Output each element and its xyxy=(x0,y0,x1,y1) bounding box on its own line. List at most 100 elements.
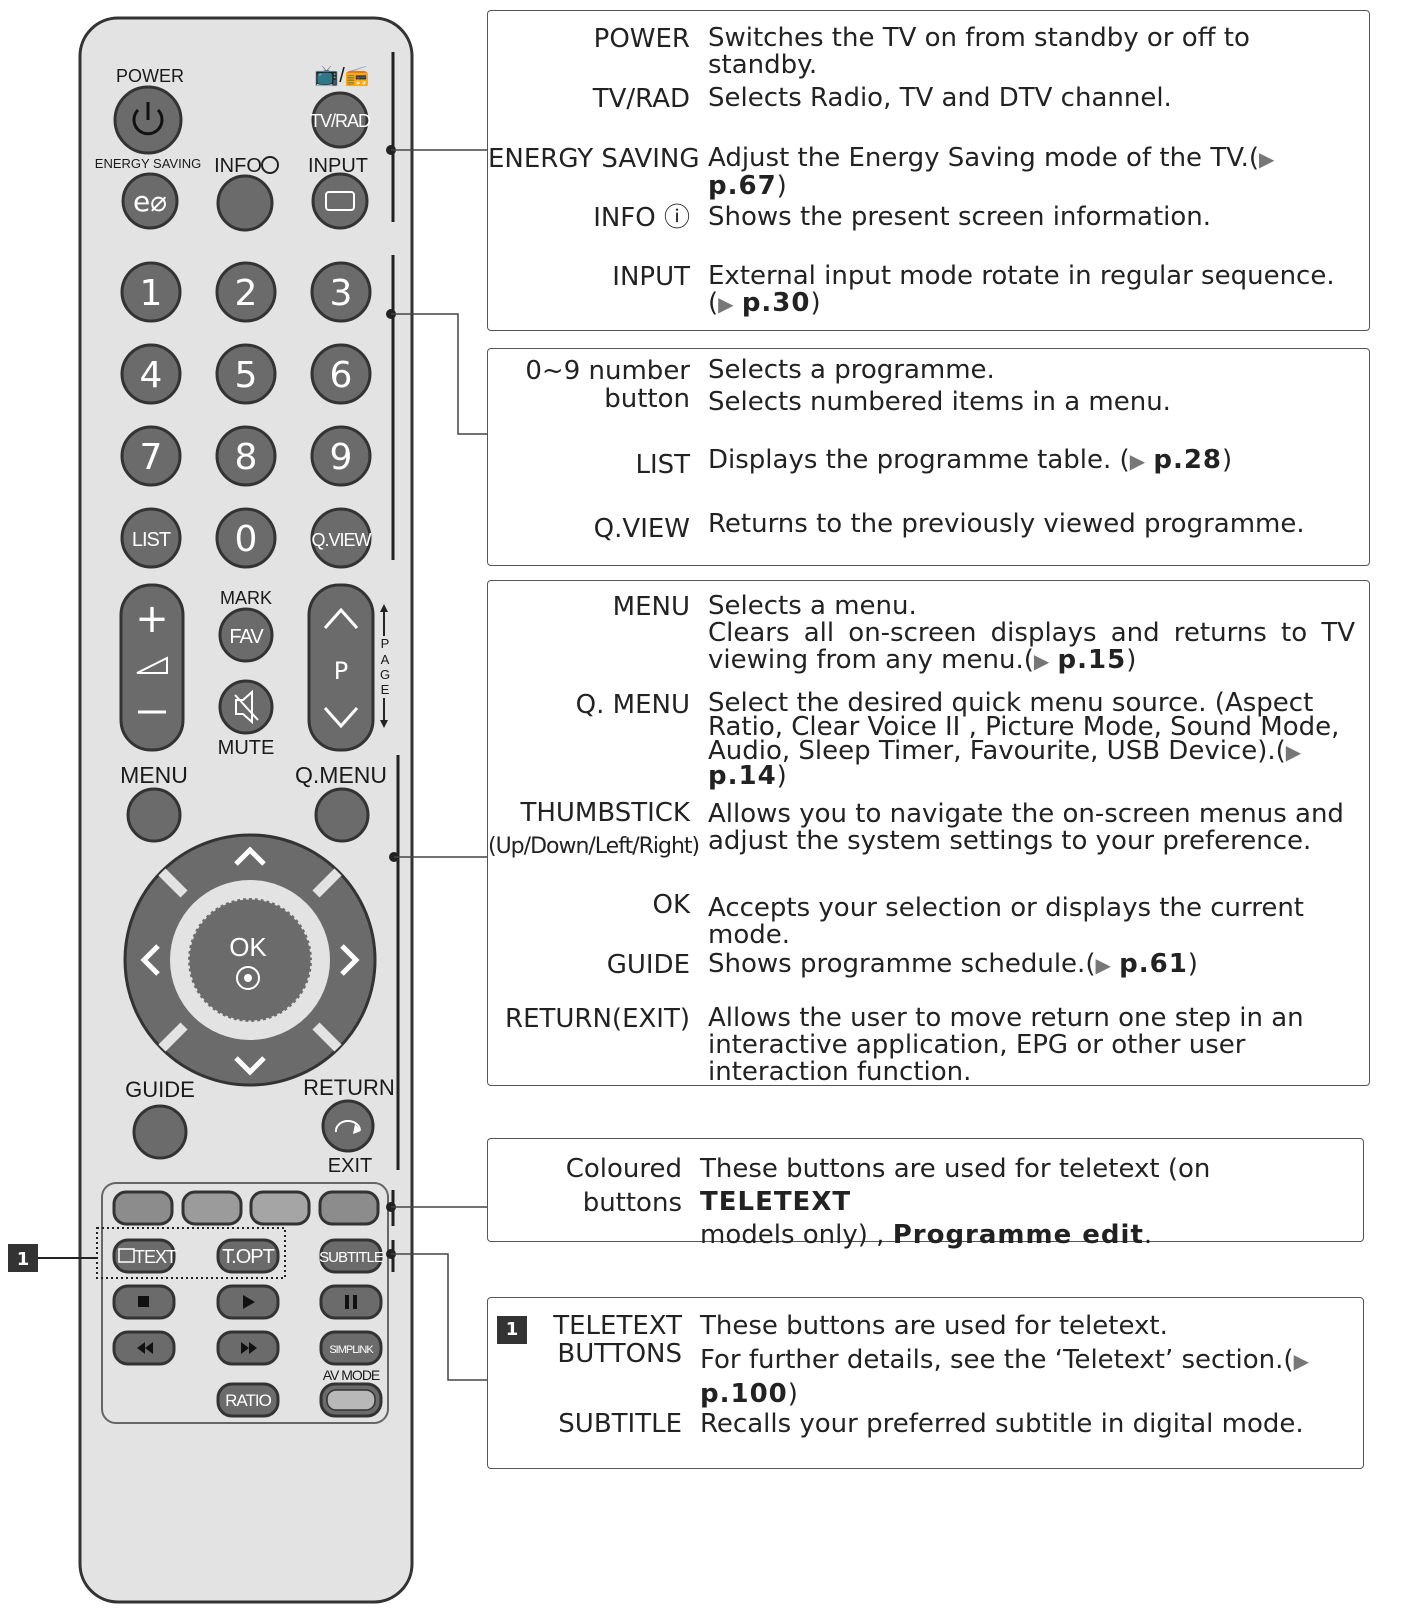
number-button-label: 1 xyxy=(140,273,163,314)
menu-button[interactable] xyxy=(126,787,182,843)
term-subtitle: SUBTITLE xyxy=(558,1409,682,1439)
page-ref-input[interactable]: p.30 xyxy=(741,288,811,318)
volume-rocker[interactable]: + xyxy=(119,583,185,752)
page-ref-energy[interactable]: p.67 xyxy=(708,171,777,201)
term-return: RETURN(EXIT) xyxy=(505,1004,690,1034)
page-ref-qmenu[interactable]: p.14 xyxy=(708,761,777,791)
ratio-button[interactable]: RATIO xyxy=(216,1382,280,1418)
desc-list: Displays the programme table. (▶ p.28) xyxy=(708,447,1355,475)
ok-button[interactable]: OK xyxy=(186,896,314,1024)
page-ref-list[interactable]: p.28 xyxy=(1153,445,1223,475)
text-button-label: TEXT xyxy=(134,1247,177,1267)
energy-saving-label: ENERGY SAVING xyxy=(95,156,201,171)
coloured-button-red[interactable] xyxy=(112,1190,174,1226)
coloured-button-yellow[interactable] xyxy=(249,1190,311,1226)
desc-list-tail: ) xyxy=(1222,445,1233,475)
number-button-label: 3 xyxy=(330,273,353,314)
desc-coloured-tail: . xyxy=(1143,1220,1153,1250)
pause-button[interactable] xyxy=(319,1284,383,1320)
desc-power: Switches the TV on from standby or off t… xyxy=(708,23,1250,80)
number-button-5[interactable]: 5 xyxy=(215,343,277,405)
term-input: INPUT xyxy=(612,262,690,292)
play-icon xyxy=(243,1295,255,1309)
thumbstick-right-icon xyxy=(340,944,360,976)
tvrad-button[interactable]: TV/RAD xyxy=(310,91,372,149)
number-button-label: 9 xyxy=(330,437,353,478)
rewind-icon xyxy=(137,1342,153,1354)
page-letter-p: P xyxy=(381,636,390,651)
subtitle-button-label: SUBTITLE xyxy=(319,1249,384,1266)
desc-teletext-tail: ) xyxy=(787,1379,798,1409)
programme-rocker[interactable]: P xyxy=(307,583,375,752)
fav-button[interactable]: FAV xyxy=(218,607,274,663)
guide-button[interactable] xyxy=(132,1104,188,1160)
list-button[interactable]: LIST xyxy=(120,507,182,569)
qview-button-label: Q.VIEW xyxy=(311,530,371,550)
text-button[interactable]: TEXT xyxy=(112,1238,178,1274)
qmenu-button[interactable] xyxy=(314,787,370,843)
number-button-1[interactable]: 1 xyxy=(120,261,182,323)
desc-menu-2-text: Clears all on-screen displays and return… xyxy=(708,618,1355,675)
rewind-button[interactable] xyxy=(112,1330,176,1366)
subtitle-button[interactable]: SUBTITLE xyxy=(319,1238,385,1274)
zero-button-label: 0 xyxy=(235,519,258,560)
number-button-3[interactable]: 3 xyxy=(310,261,372,323)
play-button[interactable] xyxy=(216,1284,280,1320)
simplink-button[interactable]: SIMPLINK xyxy=(319,1330,383,1366)
page-ref-guide[interactable]: p.61 xyxy=(1119,949,1188,979)
fav-button-label: FAV xyxy=(229,626,264,648)
stop-icon xyxy=(138,1296,149,1307)
topt-button[interactable]: T.OPT xyxy=(216,1238,280,1274)
fast-forward-icon xyxy=(241,1342,257,1354)
thumbstick-left-icon xyxy=(140,944,160,976)
page-ref-teletext[interactable]: p.100 xyxy=(700,1379,788,1409)
input-button[interactable] xyxy=(311,172,369,230)
power-button[interactable] xyxy=(113,85,183,155)
desc-thumbstick: Allows you to navigate the on-screen men… xyxy=(708,799,1344,856)
term-thumbstick-2: (Up/Down/Left/Right) xyxy=(488,834,700,859)
mute-button[interactable] xyxy=(218,679,274,735)
callout-badge xyxy=(8,1244,38,1272)
desc-energy-text: Adjust the Energy Saving mode of the TV.… xyxy=(708,143,1260,173)
number-button-4[interactable]: 4 xyxy=(120,343,182,405)
qview-button[interactable]: Q.VIEW xyxy=(310,507,373,569)
number-button-7[interactable]: 7 xyxy=(120,425,182,487)
page-indicator: P A G E xyxy=(378,604,392,728)
thumbstick-up-icon xyxy=(234,846,266,866)
number-button-label: 6 xyxy=(330,355,353,396)
description-panel-2: 0~9 number button Selects a programme. S… xyxy=(487,348,1370,566)
power-icon xyxy=(132,102,164,136)
return-button[interactable] xyxy=(321,1099,375,1153)
simplink-button-label: SIMPLINK xyxy=(329,1344,374,1356)
number-button-6[interactable]: 6 xyxy=(310,343,372,405)
term-teletext: TELETEXT xyxy=(553,1311,682,1341)
term-list: LIST xyxy=(635,450,690,480)
term-qview: Q.VIEW xyxy=(593,514,690,544)
desc-coloured-teletext: TELETEXT xyxy=(700,1187,852,1217)
zero-button[interactable]: 0 xyxy=(215,507,277,569)
info-button[interactable] xyxy=(216,174,274,232)
stop-button[interactable] xyxy=(112,1284,176,1320)
page-arrow-icon: ▶ xyxy=(1259,147,1275,171)
number-button-9[interactable]: 9 xyxy=(310,425,372,487)
desc-info: Shows the present screen information. xyxy=(708,202,1212,232)
term-power: POWER xyxy=(593,24,690,54)
callout-badge-label: 1 xyxy=(17,1249,30,1270)
volume-up-icon: + xyxy=(135,596,169,642)
number-button-2[interactable]: 2 xyxy=(215,261,277,323)
avmode-button[interactable] xyxy=(319,1382,383,1418)
info-circle-icon xyxy=(261,156,279,174)
coloured-button-blue[interactable] xyxy=(318,1190,380,1226)
page-arrow-icon: ▶ xyxy=(1285,740,1302,764)
fast-forward-button[interactable] xyxy=(216,1330,280,1366)
page-ref-menu[interactable]: p.15 xyxy=(1057,645,1127,675)
tv-radio-icon-label: 📺/📻 xyxy=(314,65,369,87)
energy-saving-button[interactable]: e⌀ xyxy=(121,172,179,230)
page-arrow-icon: ▶ xyxy=(1095,953,1111,977)
coloured-button-green[interactable] xyxy=(181,1190,243,1226)
volume-icon xyxy=(136,656,168,674)
number-button-8[interactable]: 8 xyxy=(215,425,277,487)
number-button-label: 5 xyxy=(235,355,258,396)
avmode-label: AV MODE xyxy=(323,1367,380,1383)
term-number: 0~9 number xyxy=(525,356,690,386)
